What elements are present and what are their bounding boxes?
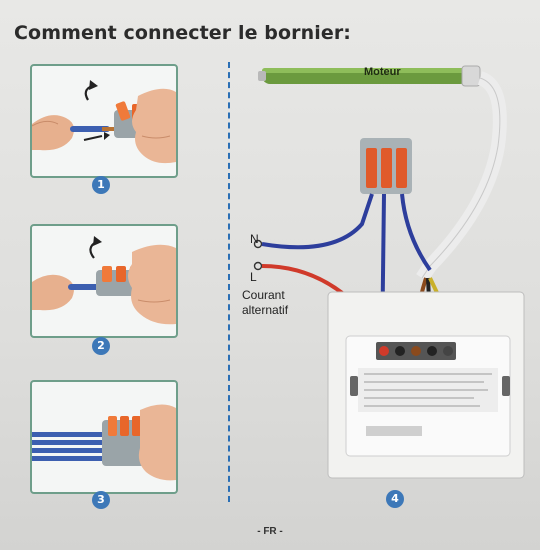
- ac-current-label: Courant alternatif: [242, 288, 288, 318]
- wago-connector-icon: [32, 404, 176, 481]
- switch-panel-icon: [327, 291, 525, 479]
- line-label: L: [250, 270, 257, 284]
- column-divider: [228, 62, 230, 502]
- finger-hand-icon: [32, 80, 176, 164]
- page-title: Comment connecter le bornier:: [14, 22, 352, 44]
- page-footer: - FR -: [257, 526, 283, 537]
- step-1-badge: 1: [92, 176, 110, 194]
- ac-label-line1: Courant: [242, 288, 285, 302]
- ac-label-line2: alternatif: [242, 303, 289, 317]
- neutral-label: N: [250, 232, 259, 246]
- step-4-badge: 4: [386, 490, 404, 508]
- finger-hand-icon: [32, 236, 176, 325]
- wiring-diagram: [253, 65, 525, 479]
- step-2-badge: 2: [92, 337, 110, 355]
- step-3-badge: 3: [92, 491, 110, 509]
- step-1-illustration: [30, 64, 178, 178]
- motor-label: Moteur: [364, 66, 401, 78]
- step-2-illustration: [30, 224, 178, 338]
- step-3-illustration: [30, 380, 178, 494]
